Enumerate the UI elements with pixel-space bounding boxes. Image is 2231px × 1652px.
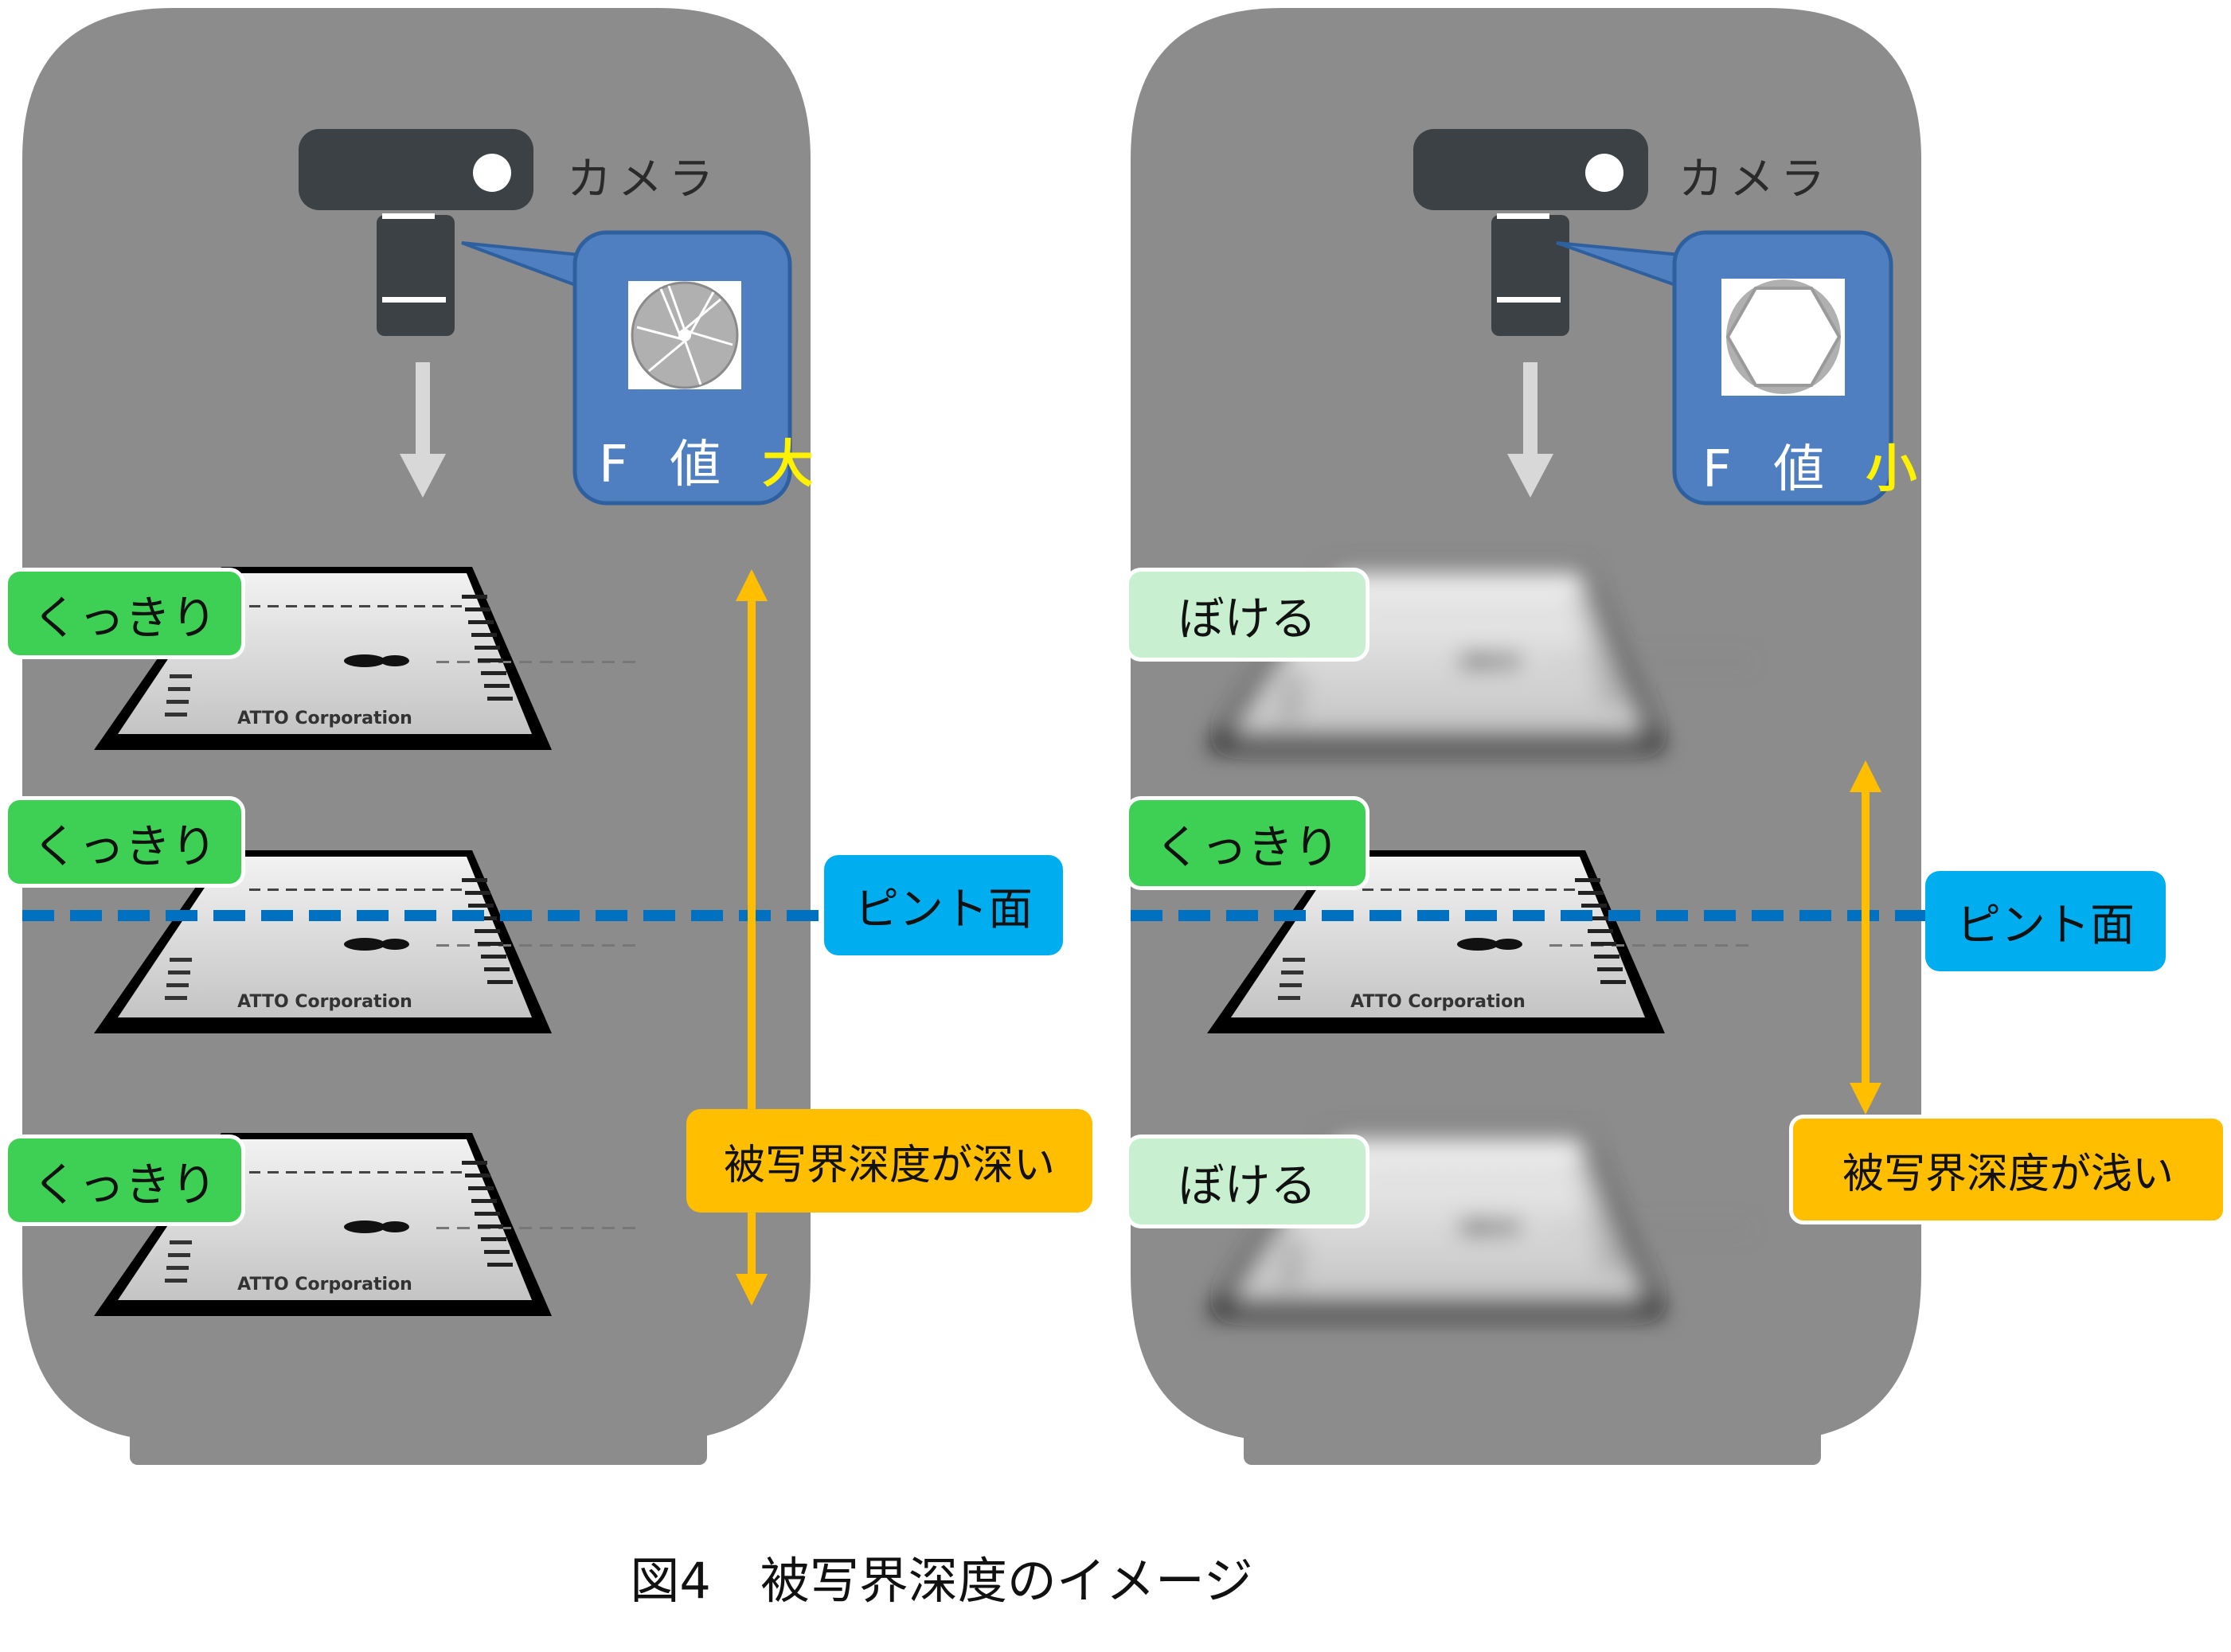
left-focus-plane-label: ピント面 xyxy=(824,855,1063,955)
left-light-arrow-icon xyxy=(400,362,446,498)
right-gel-plate-2: ATTO Corporation xyxy=(1207,850,1748,1033)
gel-band xyxy=(344,654,385,667)
right-camera-label: カメラ xyxy=(1678,154,1831,205)
left-fvalue-prefix: F 値 xyxy=(599,435,734,494)
left-camera-label: カメラ xyxy=(567,154,720,205)
left-plate-3-state-label: くっきり xyxy=(4,1135,245,1226)
gel-brand-text: ATTO Corporation xyxy=(237,709,412,728)
gel-brand-text: ATTO Corporation xyxy=(237,992,412,1012)
left-fvalue-text: F 値 大 xyxy=(599,424,826,497)
left-depth-of-field-label: 被写界深度が深い xyxy=(686,1109,1092,1213)
right-plate-1-state-label: ぼける xyxy=(1125,568,1369,662)
right-depth-of-field-label: 被写界深度が浅い xyxy=(1789,1115,2227,1224)
aperture-wide-opening-icon xyxy=(1725,279,1842,394)
right-plate-3-state-label: ぼける xyxy=(1125,1135,1369,1228)
left-gel-plate-2: ATTO Corporation xyxy=(94,850,635,1033)
aperture-small-opening-icon xyxy=(631,281,739,389)
figure-caption: 図4 被写界深度のイメージ xyxy=(630,1552,1253,1610)
right-focus-plane-label: ピント面 xyxy=(1925,871,2166,971)
gel-band xyxy=(1457,654,1498,667)
gel-brand-text: ATTO Corporation xyxy=(237,1275,412,1295)
left-camera-icon xyxy=(299,129,533,336)
gel-band xyxy=(1457,1220,1498,1233)
gel-band xyxy=(344,1220,385,1233)
gel-brand-text: ATTO Corporation xyxy=(1350,992,1526,1012)
right-light-arrow-icon xyxy=(1507,362,1553,498)
left-fvalue-size: 大 xyxy=(762,435,826,494)
right-fvalue-size: 小 xyxy=(1866,440,1930,499)
left-plate-2-state-label: くっきり xyxy=(4,796,245,888)
gel-band xyxy=(1457,938,1498,951)
right-fvalue-prefix: F 値 xyxy=(1702,440,1838,499)
gel-band xyxy=(344,938,385,951)
right-fvalue-text: F 値 小 xyxy=(1702,428,1930,502)
right-plate-2-state-label: くっきり xyxy=(1125,796,1369,890)
right-camera-icon xyxy=(1413,129,1648,336)
left-plate-1-state-label: くっきり xyxy=(4,568,245,659)
